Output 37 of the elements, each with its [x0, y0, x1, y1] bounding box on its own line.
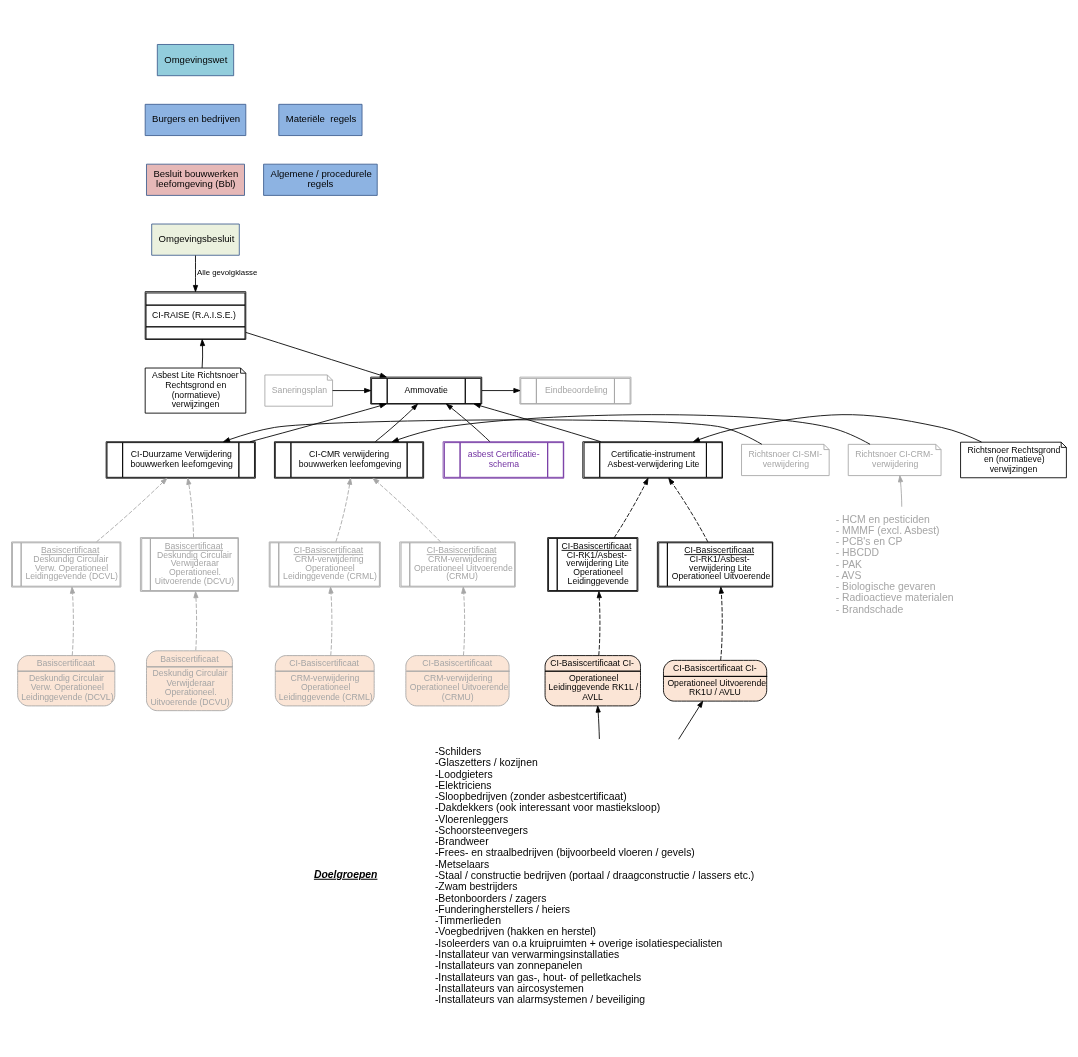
arrow — [96, 477, 168, 543]
arrow — [446, 403, 491, 442]
arrow — [613, 477, 649, 539]
arrow — [335, 477, 353, 543]
arrow — [193, 591, 199, 651]
arrow — [596, 591, 602, 656]
arrow — [249, 403, 387, 443]
node-text: - HCM en pesticiden - MMMF (excl. Asbest) - PCB's en CP - HBCDD - PAK - AVS - Biologische gevaren - Radioactieve materialen - Brandschade — [835, 513, 954, 615]
arrow — [481, 388, 521, 394]
arrow — [374, 403, 418, 442]
arrow — [372, 477, 441, 543]
node-box: Burgers en bedrijven — [144, 103, 247, 136]
node-box: Omgevingsbesluit — [151, 223, 240, 256]
node-box: Materiële regels — [278, 103, 363, 136]
node-text: -Schilders -Glaszetters / kozijnen -Loodgieters -Elektriciens -Sloopbedrijven (zonder asbestcertificaat) -Dakdekkers (ook interessant voor mastieksloop) -Vloerenleggers -Schoorsteenvegers -Brandweer -Frees- en straalbedrijven (bijvoorbeeld vloeren / gevels) -Metselaars -Staal / constructie bedrijven (portaal / draagconstructie / lassers etc.) -Zwam bestrijders -Betonboorders / zagers -Funderingherstellers / heiers -Timmerlieden -Voegbedrijven (hakken en herstel) -Isoleerders van o.a kruipruimten + overige isolatiespecialisten -Installateur van verwarmingsinstallaties -Installateurs van zonnepanelen -Installateurs van gas-, hout- of pelletkachels -Installateurs van aircosystemen -Installateurs van alarmsystemen / beveiliging — [434, 745, 755, 1006]
arrow — [678, 700, 704, 740]
edge-label: Alle gevolgklasse — [197, 268, 258, 278]
arrow — [595, 705, 601, 740]
arrow — [199, 339, 206, 369]
arrow — [69, 586, 76, 656]
arrow — [461, 586, 467, 656]
node-box: Omgevingswet — [156, 44, 235, 77]
arrow — [223, 419, 763, 445]
label: Doelgroepen — [313, 868, 378, 880]
arrow — [186, 477, 194, 539]
arrow — [192, 255, 199, 292]
arrow — [328, 586, 334, 656]
node-box: Besluit bouwwerken leefomgeving (Bbl) — [146, 163, 245, 196]
arrow — [898, 475, 904, 508]
arrow — [692, 414, 982, 443]
node-box: Algemene / procedurele regels — [263, 163, 378, 196]
arrow — [332, 388, 372, 394]
arrow — [391, 414, 871, 445]
arrow — [245, 331, 387, 378]
arrow — [473, 403, 602, 443]
arrow — [718, 586, 724, 661]
arrow — [668, 477, 709, 543]
